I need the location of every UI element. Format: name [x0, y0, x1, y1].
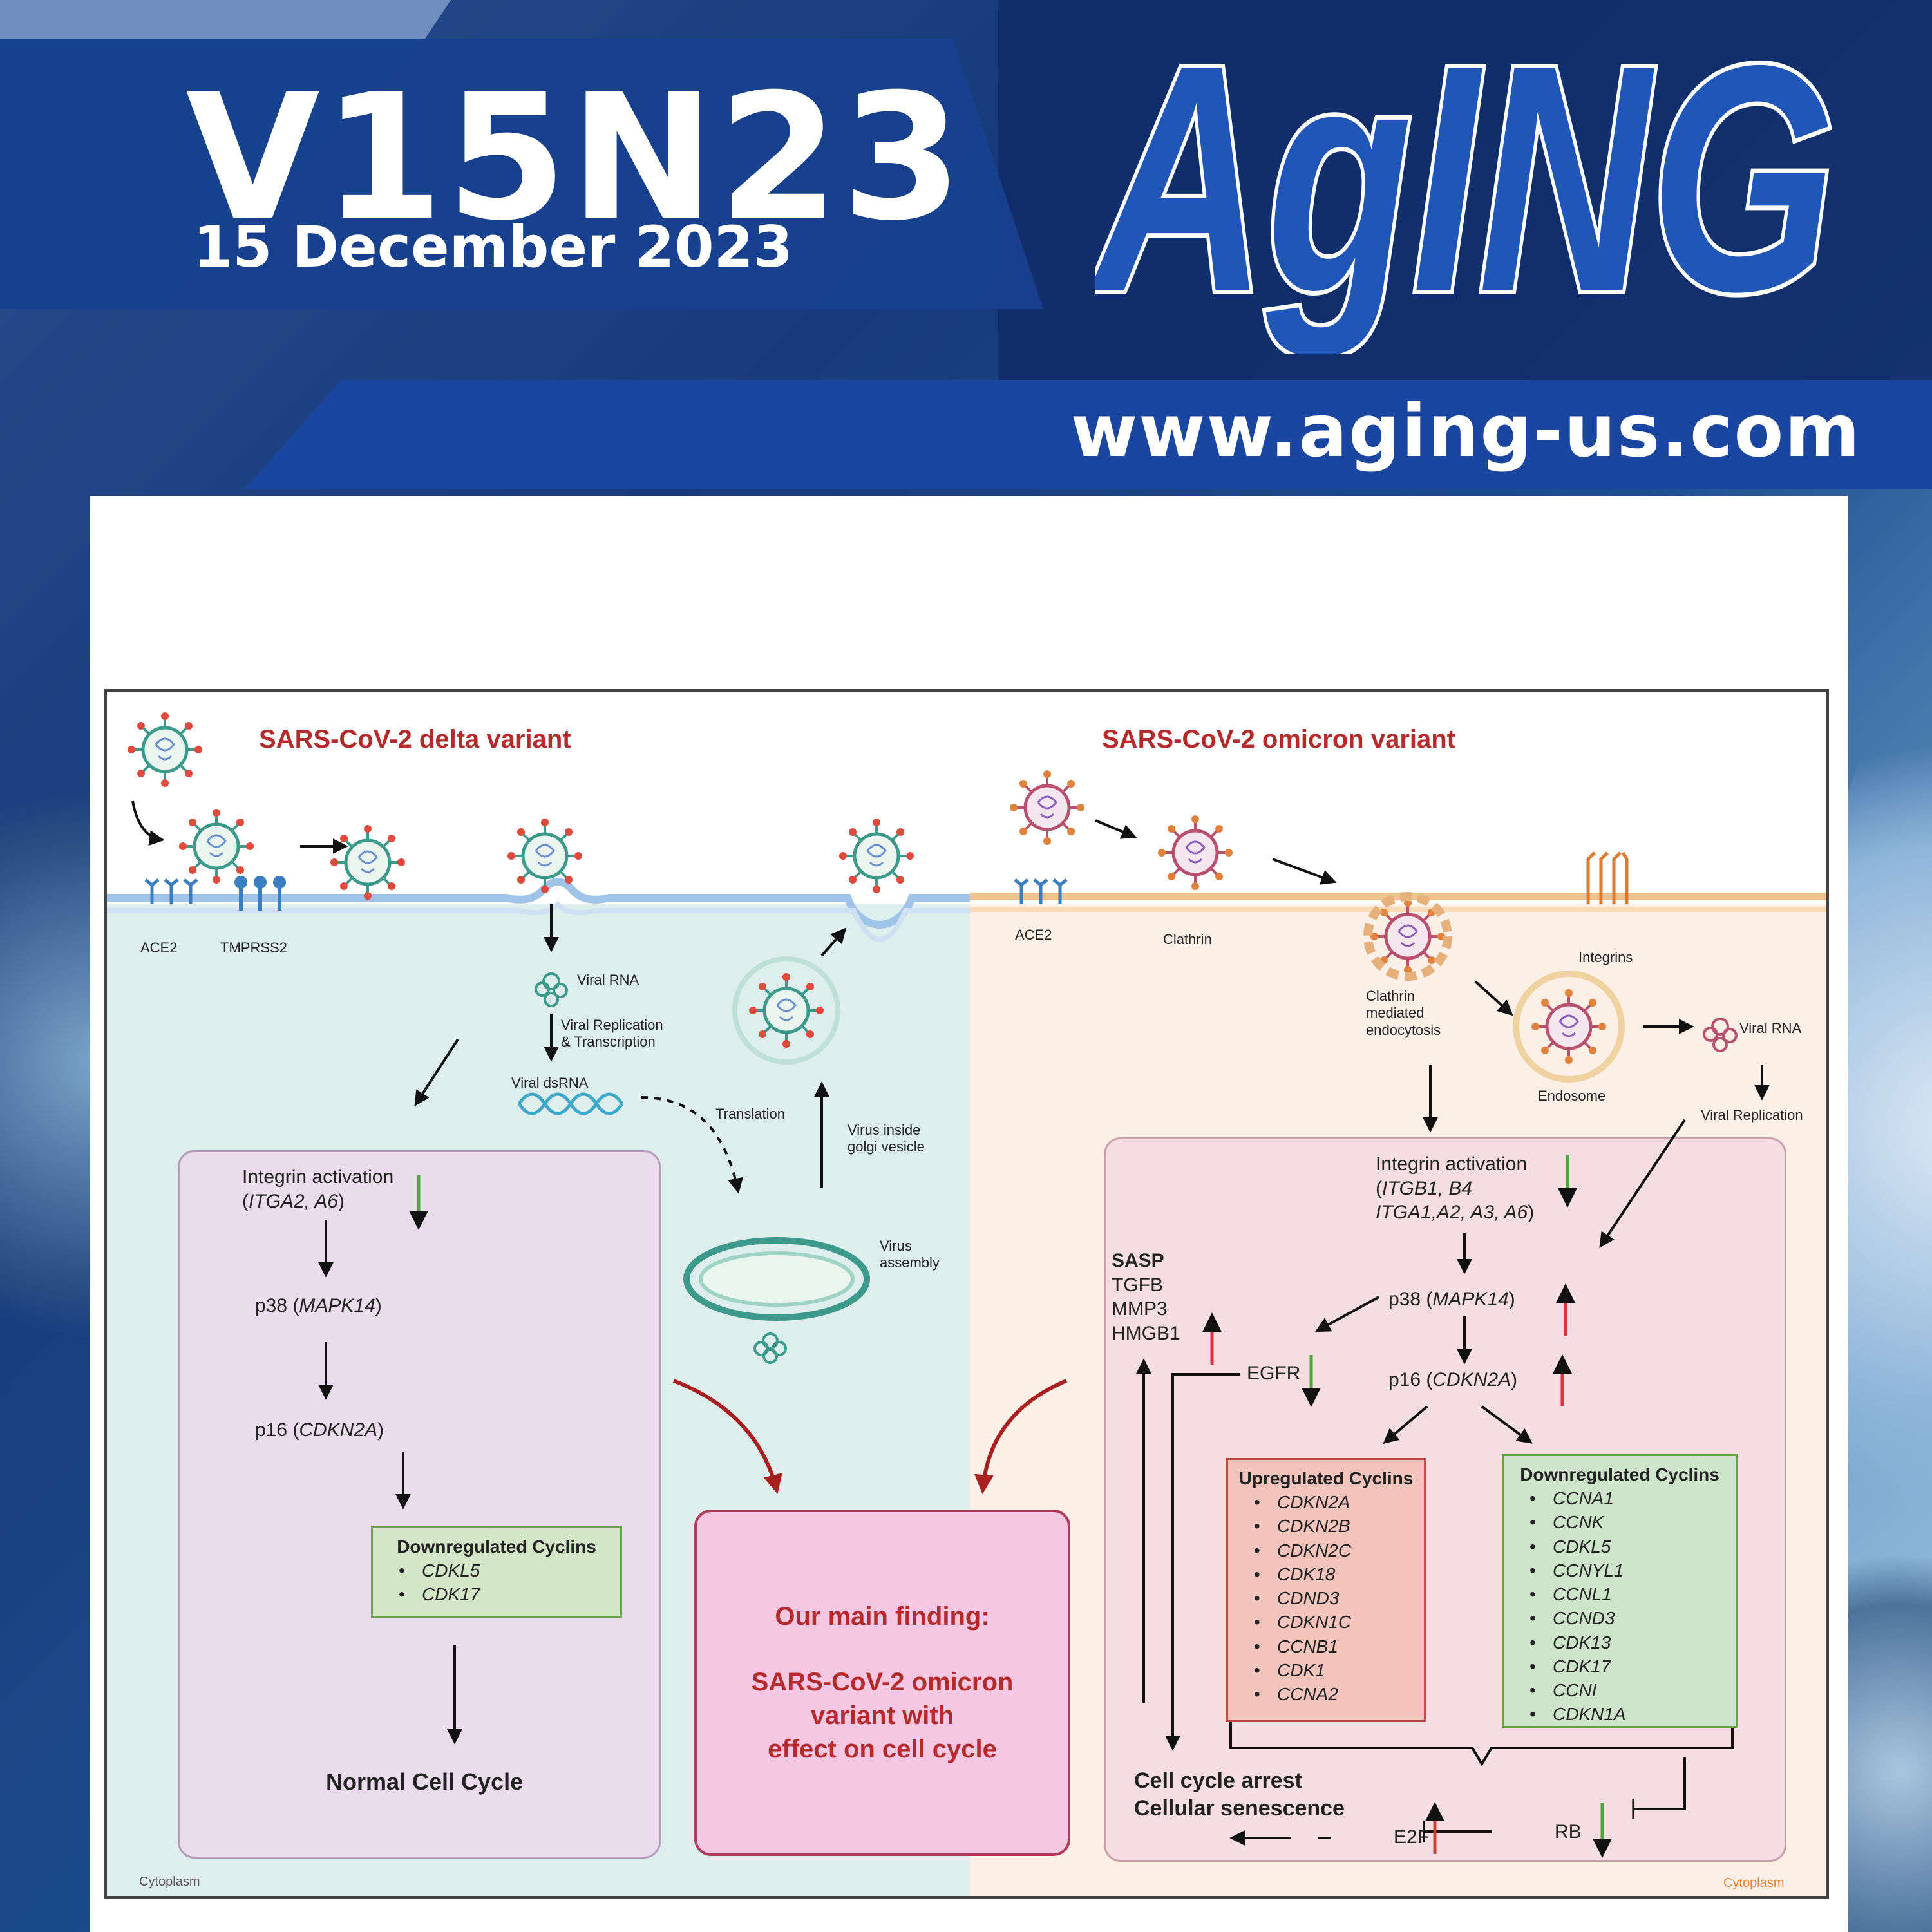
omicron-pathway-arrows [1136, 1233, 1533, 1846]
delta-p16-label: p16 (CDKN2A) [255, 1419, 384, 1441]
cytoplasm-label: Cytoplasm [139, 1875, 200, 1889]
delta-downregulated-cyclins: Downregulated Cyclins CDKL5 CDK17 [371, 1526, 622, 1618]
rb-label: RB [1555, 1821, 1582, 1842]
delta-p38-label: p38 (MAPK14) [255, 1295, 382, 1316]
main-finding-arrows [672, 1379, 1068, 1494]
url-banner [245, 380, 1932, 489]
background-band-light [0, 0, 451, 39]
cyclin-bracket [1229, 1716, 1734, 1766]
delta-integrin-label: Integrin activation (ITGA2, A6) [242, 1166, 394, 1212]
graphical-abstract: SARS-CoV-2 delta variant ACE2 TMPRSS2 Vi… [104, 689, 1829, 1899]
background-band-dark [998, 0, 1932, 386]
aging-logo: AgING [1095, 19, 1840, 354]
dsrna-label: Viral dsRNA [511, 1075, 589, 1091]
delta-title: SARS-CoV-2 delta variant [259, 725, 571, 753]
replication-label: Viral Replication& Transcription [561, 1017, 663, 1050]
omicron-viral-rna-label: Viral RNA [1739, 1020, 1802, 1036]
clathrin-label: Clathrin [1163, 931, 1212, 947]
omicron-ace2-label: ACE2 [1015, 927, 1052, 943]
ace2-label: ACE2 [140, 940, 178, 956]
delta-membrane [107, 878, 970, 943]
endosome-label: Endosome [1538, 1088, 1606, 1104]
omicron-cytoplasm-label: Cytoplasm [1723, 1876, 1785, 1890]
upregulated-cyclins: Upregulated Cyclins CDKN2A CDKN2B CDKN2C… [1226, 1458, 1426, 1722]
dsrna-icon [517, 1092, 624, 1115]
clathrin-pit-icon [1363, 892, 1452, 981]
sasp-label: SASP TGFB MMP3 HMGB1 [1112, 1250, 1180, 1344]
viral-rna-icon [535, 972, 568, 1007]
translation-label: Translation [715, 1106, 786, 1122]
down-arrow-icon [1302, 1155, 1612, 1858]
main-finding-text: Our main finding: SARS-CoV-2 omicron var… [751, 1602, 1014, 1763]
omicron-ace2-icon [1014, 878, 1068, 904]
tmprss2-label: TMPRSS2 [220, 940, 287, 956]
issue-date: 15 December 2023 [193, 214, 793, 280]
omicron-p16-label: p16 (CDKN2A) [1388, 1369, 1518, 1390]
virus-assembly-icon [683, 1237, 870, 1364]
header-banner [0, 39, 1043, 309]
omicron-entry-arrows [1095, 819, 1770, 1248]
omicron-integrin-label: Integrin activation (ITGB1, B4 ITGA1,A2,… [1376, 1153, 1535, 1223]
viral-replication-label: Viral Replication [1701, 1107, 1803, 1123]
delta-pathway-arrows [318, 1220, 462, 1745]
omicron-p38-label: p38 (MAPK14) [1388, 1289, 1515, 1310]
main-finding-box [694, 1510, 1070, 1856]
integrin-receptor-icon [1586, 851, 1629, 904]
integrins-label: Integrins [1578, 949, 1633, 965]
volume-issue: V15N23 [185, 56, 965, 259]
normal-cell-cycle-label: Normal Cell Cycle [326, 1768, 524, 1795]
tmprss2-receptor-icon [234, 876, 286, 911]
viral-rna-label: Viral RNA [577, 972, 639, 988]
up-arrow-icon [1202, 1283, 1575, 1854]
delta-pathway-box [178, 1150, 661, 1859]
pathway-drawing [107, 692, 1826, 1858]
delta-entry-arrows [131, 800, 847, 1188]
omicron-viral-rna-icon [1703, 1018, 1738, 1052]
translation-arrow [641, 1096, 743, 1194]
omicron-membrane [970, 893, 1826, 912]
e2f-label: E2F [1394, 1826, 1430, 1848]
cell-cycle-arrest-label: Cell cycle arrest Cellular senescence [1134, 1768, 1345, 1821]
logo-letters: AgING [1095, 19, 1835, 354]
omicron-title: SARS-CoV-2 omicron variant [1102, 725, 1456, 753]
ace2-receptor-icon [144, 878, 198, 904]
downregulated-cyclins: Downregulated Cyclins CCNA1 CCNK CDKL5 C… [1502, 1454, 1738, 1728]
golgi-vesicle-icon [732, 956, 840, 1065]
website-url: www.aging-us.com [1070, 390, 1861, 473]
egfr-label: EGFR [1247, 1363, 1301, 1384]
omicron-pathway-box [1104, 1137, 1786, 1862]
endosome-icon [1513, 971, 1625, 1083]
